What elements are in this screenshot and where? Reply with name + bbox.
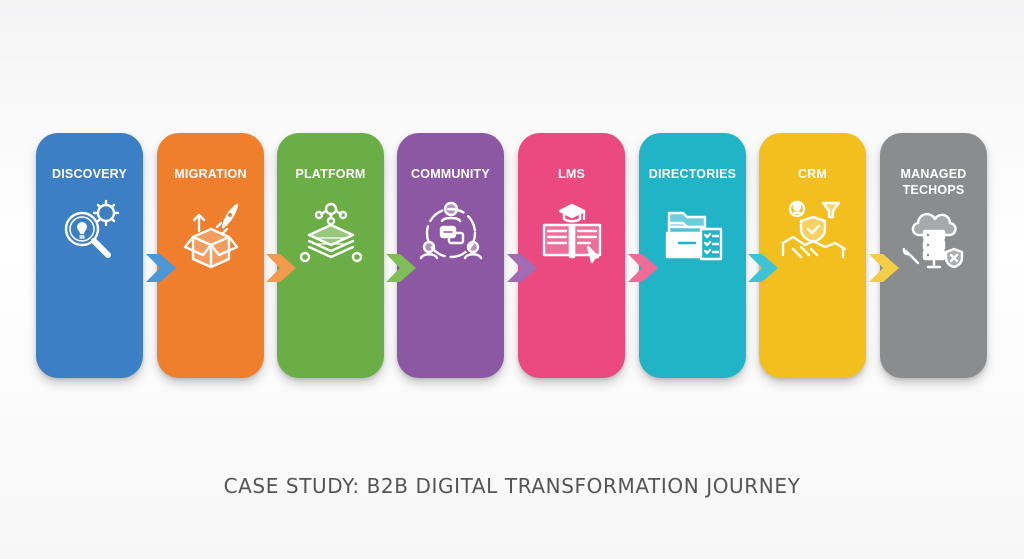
connector-arrow-1 <box>146 248 180 288</box>
handshake-shield-icon <box>771 191 855 275</box>
connector-arrow-3 <box>386 248 420 288</box>
step-card-platform: PLATFORM <box>277 133 384 378</box>
step-title-discovery: DISCOVERY <box>52 167 127 181</box>
file-folders-checklist-icon <box>651 191 735 275</box>
step-title-migration: MIGRATION <box>174 167 247 181</box>
step-title-managed-techops: MANAGED TECHOPS <box>900 167 967 197</box>
cloud-server-wrench-icon <box>892 197 976 281</box>
step-card-lms: LMS <box>518 133 625 378</box>
step-title-directories: DIRECTORIES <box>648 167 737 181</box>
connector-arrow-4 <box>507 248 541 288</box>
step-card-crm: CRM <box>759 133 866 378</box>
diagram-caption: CASE STUDY: B2B DIGITAL TRANSFORMATION J… <box>223 474 801 498</box>
step-card-managed-techops: MANAGED TECHOPS <box>880 133 987 378</box>
step-title-lms: LMS <box>558 167 585 181</box>
stacked-layers-network-icon <box>289 191 373 275</box>
step-card-migration: MIGRATION <box>157 133 264 378</box>
connector-arrow-7 <box>869 248 903 288</box>
connector-arrow-6 <box>748 248 782 288</box>
open-book-graduation-cap-icon <box>530 191 614 275</box>
connector-arrow-5 <box>628 248 662 288</box>
step-card-community: COMMUNITY <box>397 133 504 378</box>
step-card-directories: DIRECTORIES <box>639 133 746 378</box>
connector-arrow-2 <box>266 248 300 288</box>
people-chat-circle-icon <box>409 191 493 275</box>
lightbulb-magnifier-gear-icon <box>48 191 132 275</box>
step-title-community: COMMUNITY <box>411 167 490 181</box>
step-card-discovery: DISCOVERY <box>36 133 143 378</box>
box-rocket-arrow-icon <box>169 191 253 275</box>
step-title-platform: PLATFORM <box>295 167 366 181</box>
step-title-crm: CRM <box>797 167 828 181</box>
